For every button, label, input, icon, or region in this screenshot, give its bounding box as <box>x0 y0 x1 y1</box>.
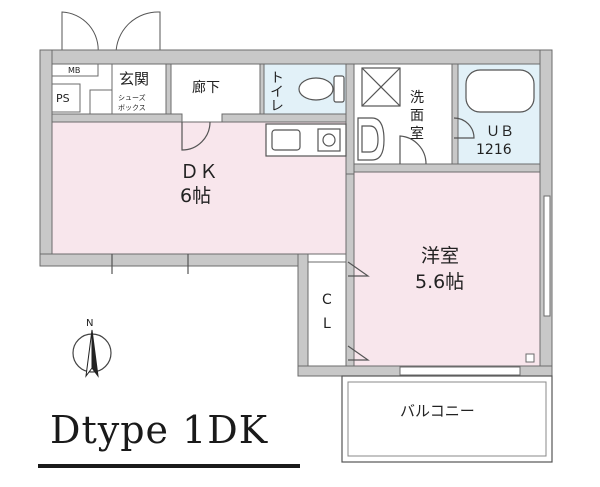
genkan-label: 玄関 <box>119 70 149 88</box>
interior-walls <box>51 63 541 367</box>
compass-icon: N <box>72 318 112 378</box>
dk-label-2: 6帖 <box>180 185 211 207</box>
shoebox-label-2: ボックス <box>118 104 146 112</box>
balcony <box>341 375 553 463</box>
compass-n-label: N <box>86 318 93 329</box>
shoebox-label-1: シューズ <box>118 93 146 102</box>
plan-caption: Dtype 1DK <box>38 402 300 468</box>
caption-underline <box>38 464 300 468</box>
cl-label-2: L <box>323 316 331 332</box>
bathtub-icon <box>465 69 535 113</box>
plan-type-label: Dtype 1DK <box>50 408 269 452</box>
yoshitsu-room <box>353 171 541 367</box>
windows <box>399 195 551 376</box>
ps-box <box>51 83 81 113</box>
ub-label-2: 1216 <box>476 142 512 158</box>
washer-pan-icon <box>361 67 401 107</box>
mb-label: MB <box>68 66 80 75</box>
yoshitsu-label-2: 5.6帖 <box>415 271 464 293</box>
door-swings <box>111 117 475 361</box>
toilet-label: トイレ <box>268 70 284 112</box>
rouka-label: 廊下 <box>192 79 220 96</box>
shoebox <box>89 89 113 115</box>
yoshitsu-label-1: 洋室 <box>421 245 459 267</box>
sink-icon <box>357 117 385 161</box>
closet <box>307 261 349 367</box>
balcony-label: バルコニー <box>400 402 475 420</box>
senmen-label-3: 室 <box>410 125 424 142</box>
senmen-label-2: 面 <box>410 108 424 124</box>
kitchen-counter <box>265 123 347 157</box>
ub-label-1: ＵＢ <box>486 124 514 140</box>
stove-icon <box>322 133 336 147</box>
toilet-icon <box>298 75 345 103</box>
dk-label-1: ＤＫ <box>180 161 218 183</box>
ps-label: PS <box>56 92 70 105</box>
senmen-label-1: 洗 <box>410 90 424 106</box>
balcony-inner <box>347 381 547 457</box>
cl-label-1: C <box>322 292 332 308</box>
mb-box <box>51 63 99 77</box>
